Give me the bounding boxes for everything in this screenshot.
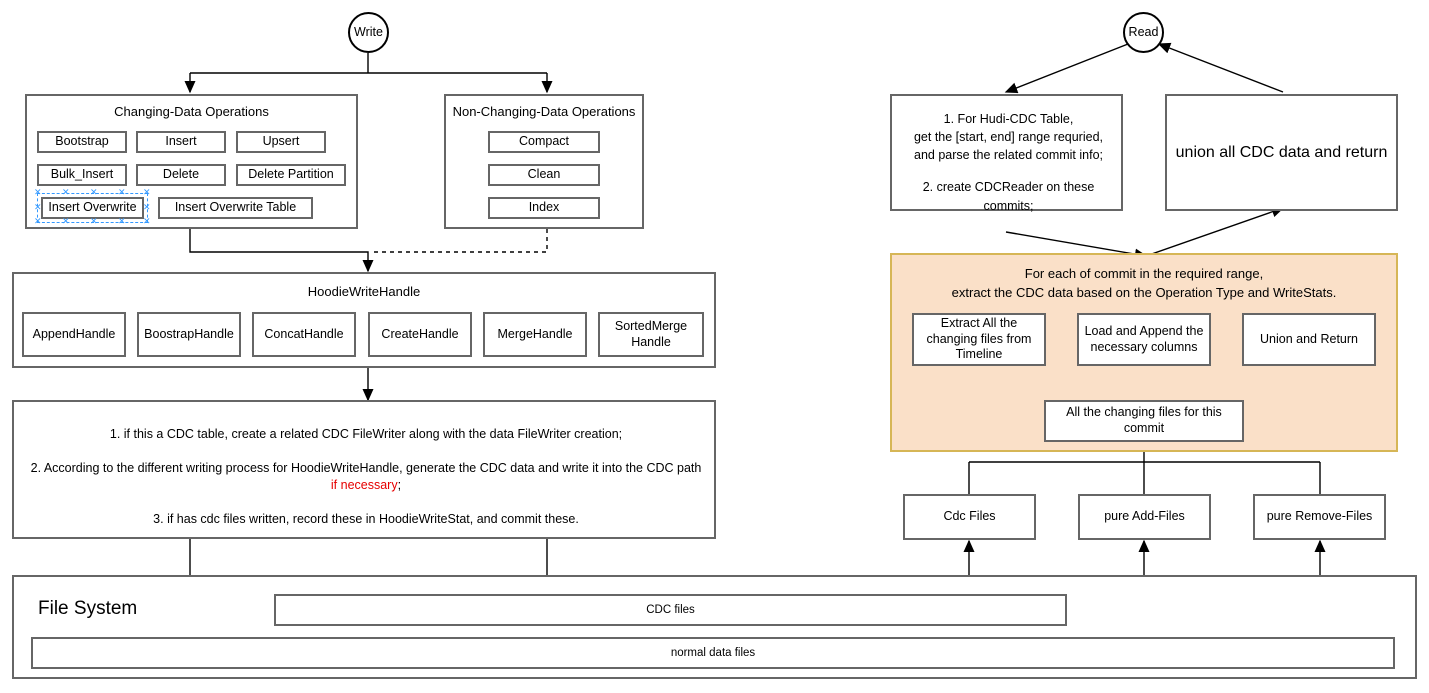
handle-create[interactable]: CreateHandle: [368, 312, 472, 357]
hoodie-write-handle-title: HoodieWriteHandle: [307, 284, 421, 299]
handle-merge[interactable]: MergeHandle: [483, 312, 587, 357]
panel-title-line-2: extract the CDC data based on the Operat…: [951, 284, 1337, 300]
selection-handle-nw[interactable]: ✕: [34, 188, 42, 198]
read-start-label: Read: [1128, 24, 1159, 39]
source-cdc-files-label: Cdc Files: [943, 509, 996, 524]
handle-sorted-merge[interactable]: SortedMerge Handle: [598, 312, 704, 357]
handle-boostrap[interactable]: BoostrapHandle: [137, 312, 241, 357]
op-insert-label: Insert: [165, 134, 197, 149]
cdc-step-2: 2. According to the different writing pr…: [26, 460, 706, 494]
read-union-label: union all CDC data and return: [1175, 143, 1388, 161]
handle-create-label: CreateHandle: [381, 326, 459, 341]
cdc-step-2-post: ;: [397, 477, 402, 492]
non-changing-data-operations-title: Non-Changing-Data Operations: [452, 104, 636, 119]
op-insert-overwrite-table-label: Insert Overwrite Table: [174, 200, 297, 215]
read-prepare-text: 1. For Hudi-CDC Table, get the [start, e…: [898, 110, 1119, 215]
step-all-changing-files-for-commit-label: All the changing files for this commit: [1066, 405, 1222, 435]
selection-handle-n3[interactable]: ✕: [118, 188, 126, 198]
cdc-step-1: 1. if this a CDC table, create a related…: [109, 427, 623, 441]
selection-handle-s3[interactable]: ✕: [118, 217, 126, 227]
read-prepare-line-5: commits;: [983, 198, 1034, 213]
op-bulk-insert[interactable]: Bulk_Insert: [37, 164, 127, 186]
selection-handle-w[interactable]: ✕: [34, 203, 42, 213]
step-extract-changing-files[interactable]: Extract All the changing files from Time…: [912, 313, 1046, 366]
read-start-node[interactable]: Read: [1123, 12, 1164, 53]
selection-handle-sw[interactable]: ✕: [34, 217, 42, 227]
step-load-append-columns[interactable]: Load and Append the necessary columns: [1077, 313, 1211, 366]
read-prepare-line-3: and parse the related commit info;: [914, 148, 1103, 163]
op-insert-overwrite-table[interactable]: Insert Overwrite Table: [158, 197, 313, 219]
cdc-write-steps-box[interactable]: 1. if this a CDC table, create a related…: [12, 400, 716, 539]
op-clean-label: Clean: [527, 167, 561, 182]
normal-data-files-store-label: normal data files: [670, 646, 756, 659]
selection-handle-e[interactable]: ✕: [143, 203, 151, 213]
op-upsert-label: Upsert: [262, 134, 300, 149]
step-union-and-return-label: Union and Return: [1260, 331, 1358, 346]
op-insert-overwrite[interactable]: Insert Overwrite: [41, 197, 144, 219]
read-prepare-line-1: 1. For Hudi-CDC Table,: [943, 112, 1074, 126]
selection-handle-s1[interactable]: ✕: [62, 217, 70, 227]
read-prepare-spacer: [898, 164, 1119, 178]
normal-data-files-store[interactable]: normal data files: [31, 637, 1395, 669]
source-pure-add-files[interactable]: pure Add-Files: [1078, 494, 1211, 540]
step-extract-changing-files-label: Extract All the changing files from Time…: [926, 316, 1032, 362]
op-index[interactable]: Index: [488, 197, 600, 219]
source-pure-add-files-label: pure Add-Files: [1104, 509, 1185, 524]
selection-handle-s2[interactable]: ✕: [90, 217, 98, 227]
read-union-box[interactable]: union all CDC data and return: [1165, 94, 1398, 211]
op-delete-label: Delete: [162, 167, 200, 182]
op-delete[interactable]: Delete: [136, 164, 226, 186]
op-index-label: Index: [528, 200, 560, 215]
handle-sorted-merge-label: SortedMerge Handle: [614, 318, 688, 349]
per-commit-extraction-title: For each of commit in the required range…: [892, 265, 1396, 303]
selection-handle-n2[interactable]: ✕: [90, 188, 98, 198]
op-compact-label: Compact: [518, 134, 570, 149]
op-delete-partition[interactable]: Delete Partition: [236, 164, 346, 186]
step-union-and-return[interactable]: Union and Return: [1242, 313, 1376, 366]
selection-handle-n1[interactable]: ✕: [62, 188, 70, 198]
panel-title-line-1: For each of commit in the required range…: [1024, 266, 1264, 281]
changing-data-operations-title: Changing-Data Operations: [114, 104, 269, 119]
cdc-step-2-highlight: if necessary: [330, 477, 398, 492]
op-delete-partition-label: Delete Partition: [248, 167, 334, 182]
handle-append[interactable]: AppendHandle: [22, 312, 126, 357]
op-clean[interactable]: Clean: [488, 164, 600, 186]
read-prepare-line-4: 2. create CDCReader on these: [922, 180, 1095, 195]
handle-boostrap-label: BoostrapHandle: [144, 326, 234, 341]
step-load-append-columns-label: Load and Append the necessary columns: [1084, 323, 1204, 354]
handle-merge-label: MergeHandle: [497, 326, 573, 341]
handle-append-label: AppendHandle: [32, 326, 116, 341]
file-system-label: File System: [38, 598, 138, 619]
cdc-files-store-label: CDC files: [646, 603, 695, 616]
source-pure-remove-files-label: pure Remove-Files: [1266, 509, 1373, 524]
write-start-node[interactable]: Write: [348, 12, 389, 53]
edge-nonchanging-dashed: [372, 229, 548, 253]
selection-outline-insert-overwrite: ✕ ✕ ✕ ✕ ✕ ✕ ✕ ✕ ✕ ✕ ✕ ✕: [34, 188, 151, 227]
cdc-step-3: 3. if has cdc files written, record thes…: [153, 511, 579, 526]
read-prepare-line-2: get the [start, end] range requried,: [913, 130, 1103, 145]
op-bulk-insert-label: Bulk_Insert: [50, 167, 114, 182]
selection-handle-ne[interactable]: ✕: [143, 188, 151, 198]
op-insert-overwrite-label: Insert Overwrite: [48, 200, 137, 215]
handle-concat[interactable]: ConcatHandle: [252, 312, 356, 357]
op-bootstrap[interactable]: Bootstrap: [37, 131, 127, 153]
cdc-step-2-pre: 2. According to the different writing pr…: [30, 460, 702, 475]
edge-read-to-prepare: [1004, 43, 1129, 94]
op-insert[interactable]: Insert: [136, 131, 226, 153]
op-compact[interactable]: Compact: [488, 131, 600, 153]
edge-panel-to-union: [1145, 206, 1285, 257]
write-start-label: Write: [354, 24, 383, 39]
op-upsert[interactable]: Upsert: [236, 131, 326, 153]
read-prepare-box[interactable]: 1. For Hudi-CDC Table, get the [start, e…: [890, 94, 1123, 213]
step-all-changing-files-for-commit[interactable]: All the changing files for this commit: [1044, 400, 1244, 442]
op-bootstrap-label: Bootstrap: [55, 134, 109, 149]
source-cdc-files[interactable]: Cdc Files: [903, 494, 1036, 540]
cdc-write-steps-text: 1. if this a CDC table, create a related…: [26, 426, 706, 528]
selection-handle-se[interactable]: ✕: [143, 217, 151, 227]
edge-union-to-read: [1157, 42, 1284, 93]
edge-changing-to-writehandle: [189, 229, 374, 273]
cdc-files-store[interactable]: CDC files: [274, 594, 1067, 626]
source-pure-remove-files[interactable]: pure Remove-Files: [1253, 494, 1386, 540]
handle-concat-label: ConcatHandle: [264, 326, 344, 341]
